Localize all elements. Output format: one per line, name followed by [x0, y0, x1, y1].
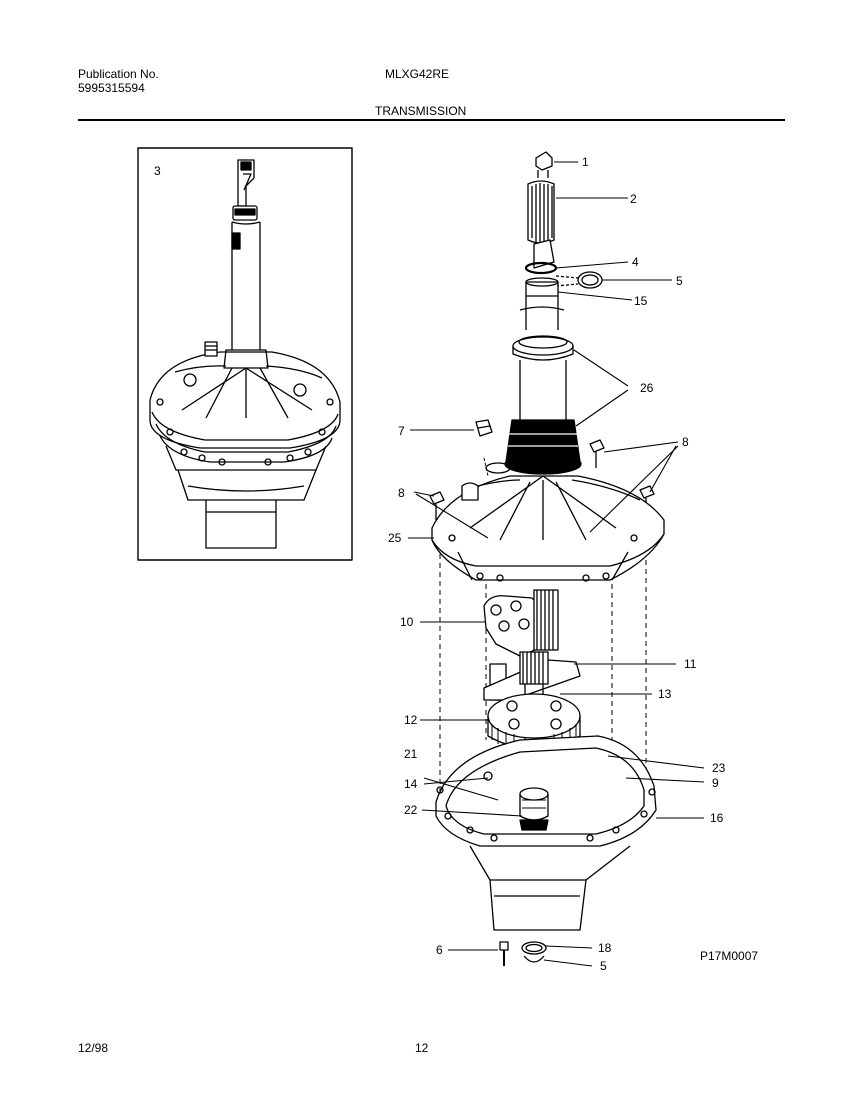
- section-title: TRANSMISSION: [375, 104, 467, 118]
- callout-label: 15: [634, 294, 648, 308]
- drawing-code: P17M0007: [700, 949, 758, 963]
- publication-number: 5995315594: [78, 81, 145, 95]
- model-number: MLXG42RE: [385, 67, 450, 81]
- callout-label: 14: [404, 777, 418, 791]
- header-rule: [78, 119, 785, 121]
- callout-label: 13: [658, 687, 672, 701]
- callout-label: 26: [640, 381, 654, 395]
- callout-label: 8: [682, 435, 689, 449]
- callout-label: 5: [600, 959, 607, 973]
- callout-label: 11: [684, 657, 697, 671]
- exploded-parts-illustration: [429, 151, 665, 966]
- callout-label: 8: [398, 486, 405, 500]
- callout-label: 18: [598, 941, 612, 955]
- callout-label: 7: [398, 424, 405, 438]
- page-number: 12: [415, 1041, 429, 1055]
- callout-labels: 1 2 4 5 15 26 7 8 8 25 10 11 13 12 21 14…: [388, 155, 758, 973]
- callout-leader-lines: [408, 161, 705, 967]
- assembled-transmission-illustration: [149, 159, 341, 549]
- callout-label: 25: [388, 531, 402, 545]
- callout-label: 16: [710, 811, 724, 825]
- callout-label: 22: [404, 803, 418, 817]
- callout-label: 2: [630, 192, 637, 206]
- footer-date: 12/98: [78, 1041, 109, 1055]
- callout-label: 6: [436, 943, 443, 957]
- inset-callout: 3: [154, 164, 161, 178]
- callout-label: 1: [582, 155, 589, 169]
- callout-label: 21: [404, 747, 418, 761]
- publication-label: Publication No.: [78, 67, 159, 81]
- callout-label: 4: [632, 255, 639, 269]
- callout-label: 9: [712, 776, 719, 790]
- callout-label: 23: [712, 761, 726, 775]
- callout-label: 10: [400, 615, 414, 629]
- callout-label: 12: [404, 713, 418, 727]
- inset-frame: [137, 147, 353, 561]
- callout-label: 5: [676, 274, 683, 288]
